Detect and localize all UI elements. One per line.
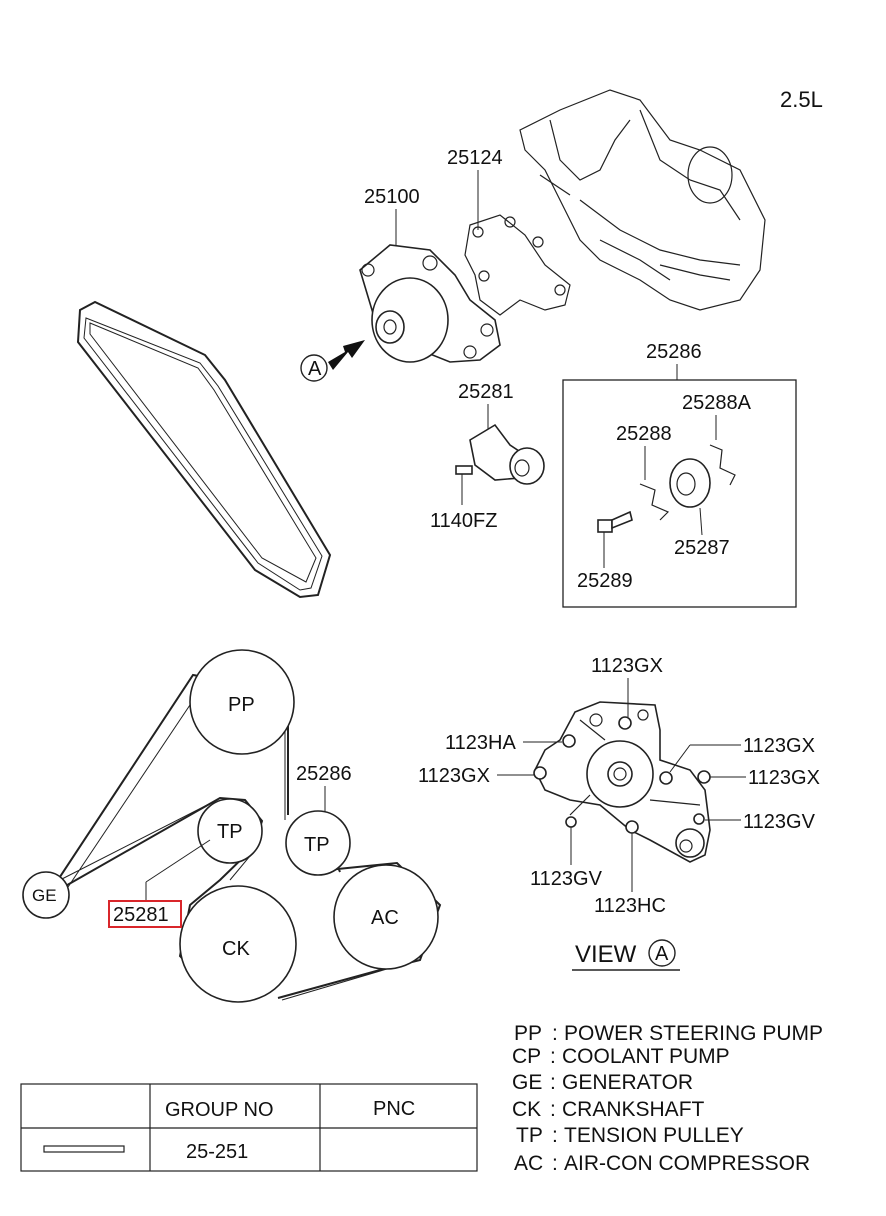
water-pump [359, 244, 501, 363]
bolt [597, 510, 633, 533]
bracket [639, 483, 670, 521]
svg-text::: : [550, 1098, 556, 1121]
table-header-group-no: GROUP NO [165, 1099, 274, 1121]
bolt-left-upper-label: 1123HA [445, 732, 516, 754]
view-a-marker: A [308, 358, 322, 380]
legend-desc-cp: COOLANT PUMP [562, 1045, 730, 1068]
legend-code-ck: CK [512, 1098, 541, 1121]
label-25286-routing: 25286 [296, 763, 352, 785]
group-table: GROUP NO PNC 25-251 [20, 1083, 478, 1172]
label-25288: 25288 [616, 423, 672, 445]
engine-block [519, 89, 766, 311]
pulley-ge-label: GE [32, 886, 57, 905]
bolt-bottom-left-label: 1123GV [530, 868, 603, 890]
bolt-right-1-label: 1123GX [743, 735, 815, 757]
svg-text::: : [552, 1124, 558, 1147]
bolt-right-2-label: 1123GX [748, 767, 820, 789]
svg-text::: : [552, 1152, 558, 1175]
pulley [669, 458, 711, 508]
legend-code-cp: CP [512, 1045, 541, 1068]
legend-code-tp: TP [516, 1124, 543, 1147]
tensioner [455, 423, 545, 505]
label-25287: 25287 [674, 537, 730, 559]
legend-desc-pp: POWER STEERING PUMP [564, 1022, 823, 1045]
belt-symbol [43, 1145, 125, 1153]
pulley-ac-label: AC [371, 907, 399, 929]
legend: PP : POWER STEERING PUMP CP : COOLANT PU… [512, 1022, 823, 1175]
tensioner-kit-box [562, 379, 797, 608]
legend-code-pp: PP [514, 1022, 542, 1045]
label-25124: 25124 [447, 147, 503, 169]
belt-routing: PP TP TP GE CK AC [22, 649, 442, 1003]
label-1140FZ: 1140FZ [430, 510, 497, 532]
pulley-pp [189, 649, 295, 755]
pulley-tp-right-label: TP [304, 834, 330, 856]
gasket [464, 214, 571, 316]
pulley-tp-left-label: TP [217, 821, 243, 843]
view-a-title-marker: A [655, 943, 669, 965]
label-25288A: 25288A [682, 392, 752, 414]
label-25286-box: 25286 [646, 341, 702, 363]
svg-text::: : [550, 1045, 556, 1068]
svg-text::: : [550, 1071, 556, 1094]
engine-label: 2.5L [780, 87, 823, 112]
bolt-bottom-label: 1123HC [594, 895, 666, 917]
legend-desc-ge: GENERATOR [562, 1071, 693, 1094]
pulley-ac [333, 864, 439, 970]
label-25281-top: 25281 [458, 381, 514, 403]
pulley-ck-label: CK [222, 938, 250, 960]
view-a-arrow: A [300, 340, 365, 382]
label-25281-highlight[interactable]: 25281 [113, 904, 169, 926]
label-25100: 25100 [364, 186, 420, 208]
bracket-a [709, 444, 736, 486]
table-header-pnc: PNC [373, 1098, 415, 1120]
legend-code-ac: AC [514, 1152, 543, 1175]
pulley-ge [22, 871, 70, 919]
drive-belt [76, 300, 332, 599]
legend-desc-ac: AIR-CON COMPRESSOR [564, 1152, 810, 1175]
bolt-left-lower-label: 1123GX [418, 765, 490, 787]
pulley-ck [179, 885, 297, 1003]
view-a-title: VIEW [575, 941, 637, 968]
view-a-pump [534, 701, 711, 863]
pulley-tp-right [285, 810, 351, 876]
table-cell-group-no: 25-251 [186, 1141, 248, 1163]
label-25289: 25289 [577, 570, 633, 592]
pulley-tp-left [197, 798, 263, 864]
legend-code-ge: GE [512, 1071, 542, 1094]
highlight-box[interactable] [108, 900, 182, 928]
bolt-right-3-label: 1123GV [743, 811, 816, 833]
legend-desc-tp: TENSION PULLEY [564, 1124, 744, 1147]
bolt-top-label: 1123GX [591, 655, 663, 677]
pulley-pp-label: PP [228, 694, 255, 716]
legend-desc-ck: CRANKSHAFT [562, 1098, 705, 1121]
svg-text::: : [552, 1022, 558, 1045]
